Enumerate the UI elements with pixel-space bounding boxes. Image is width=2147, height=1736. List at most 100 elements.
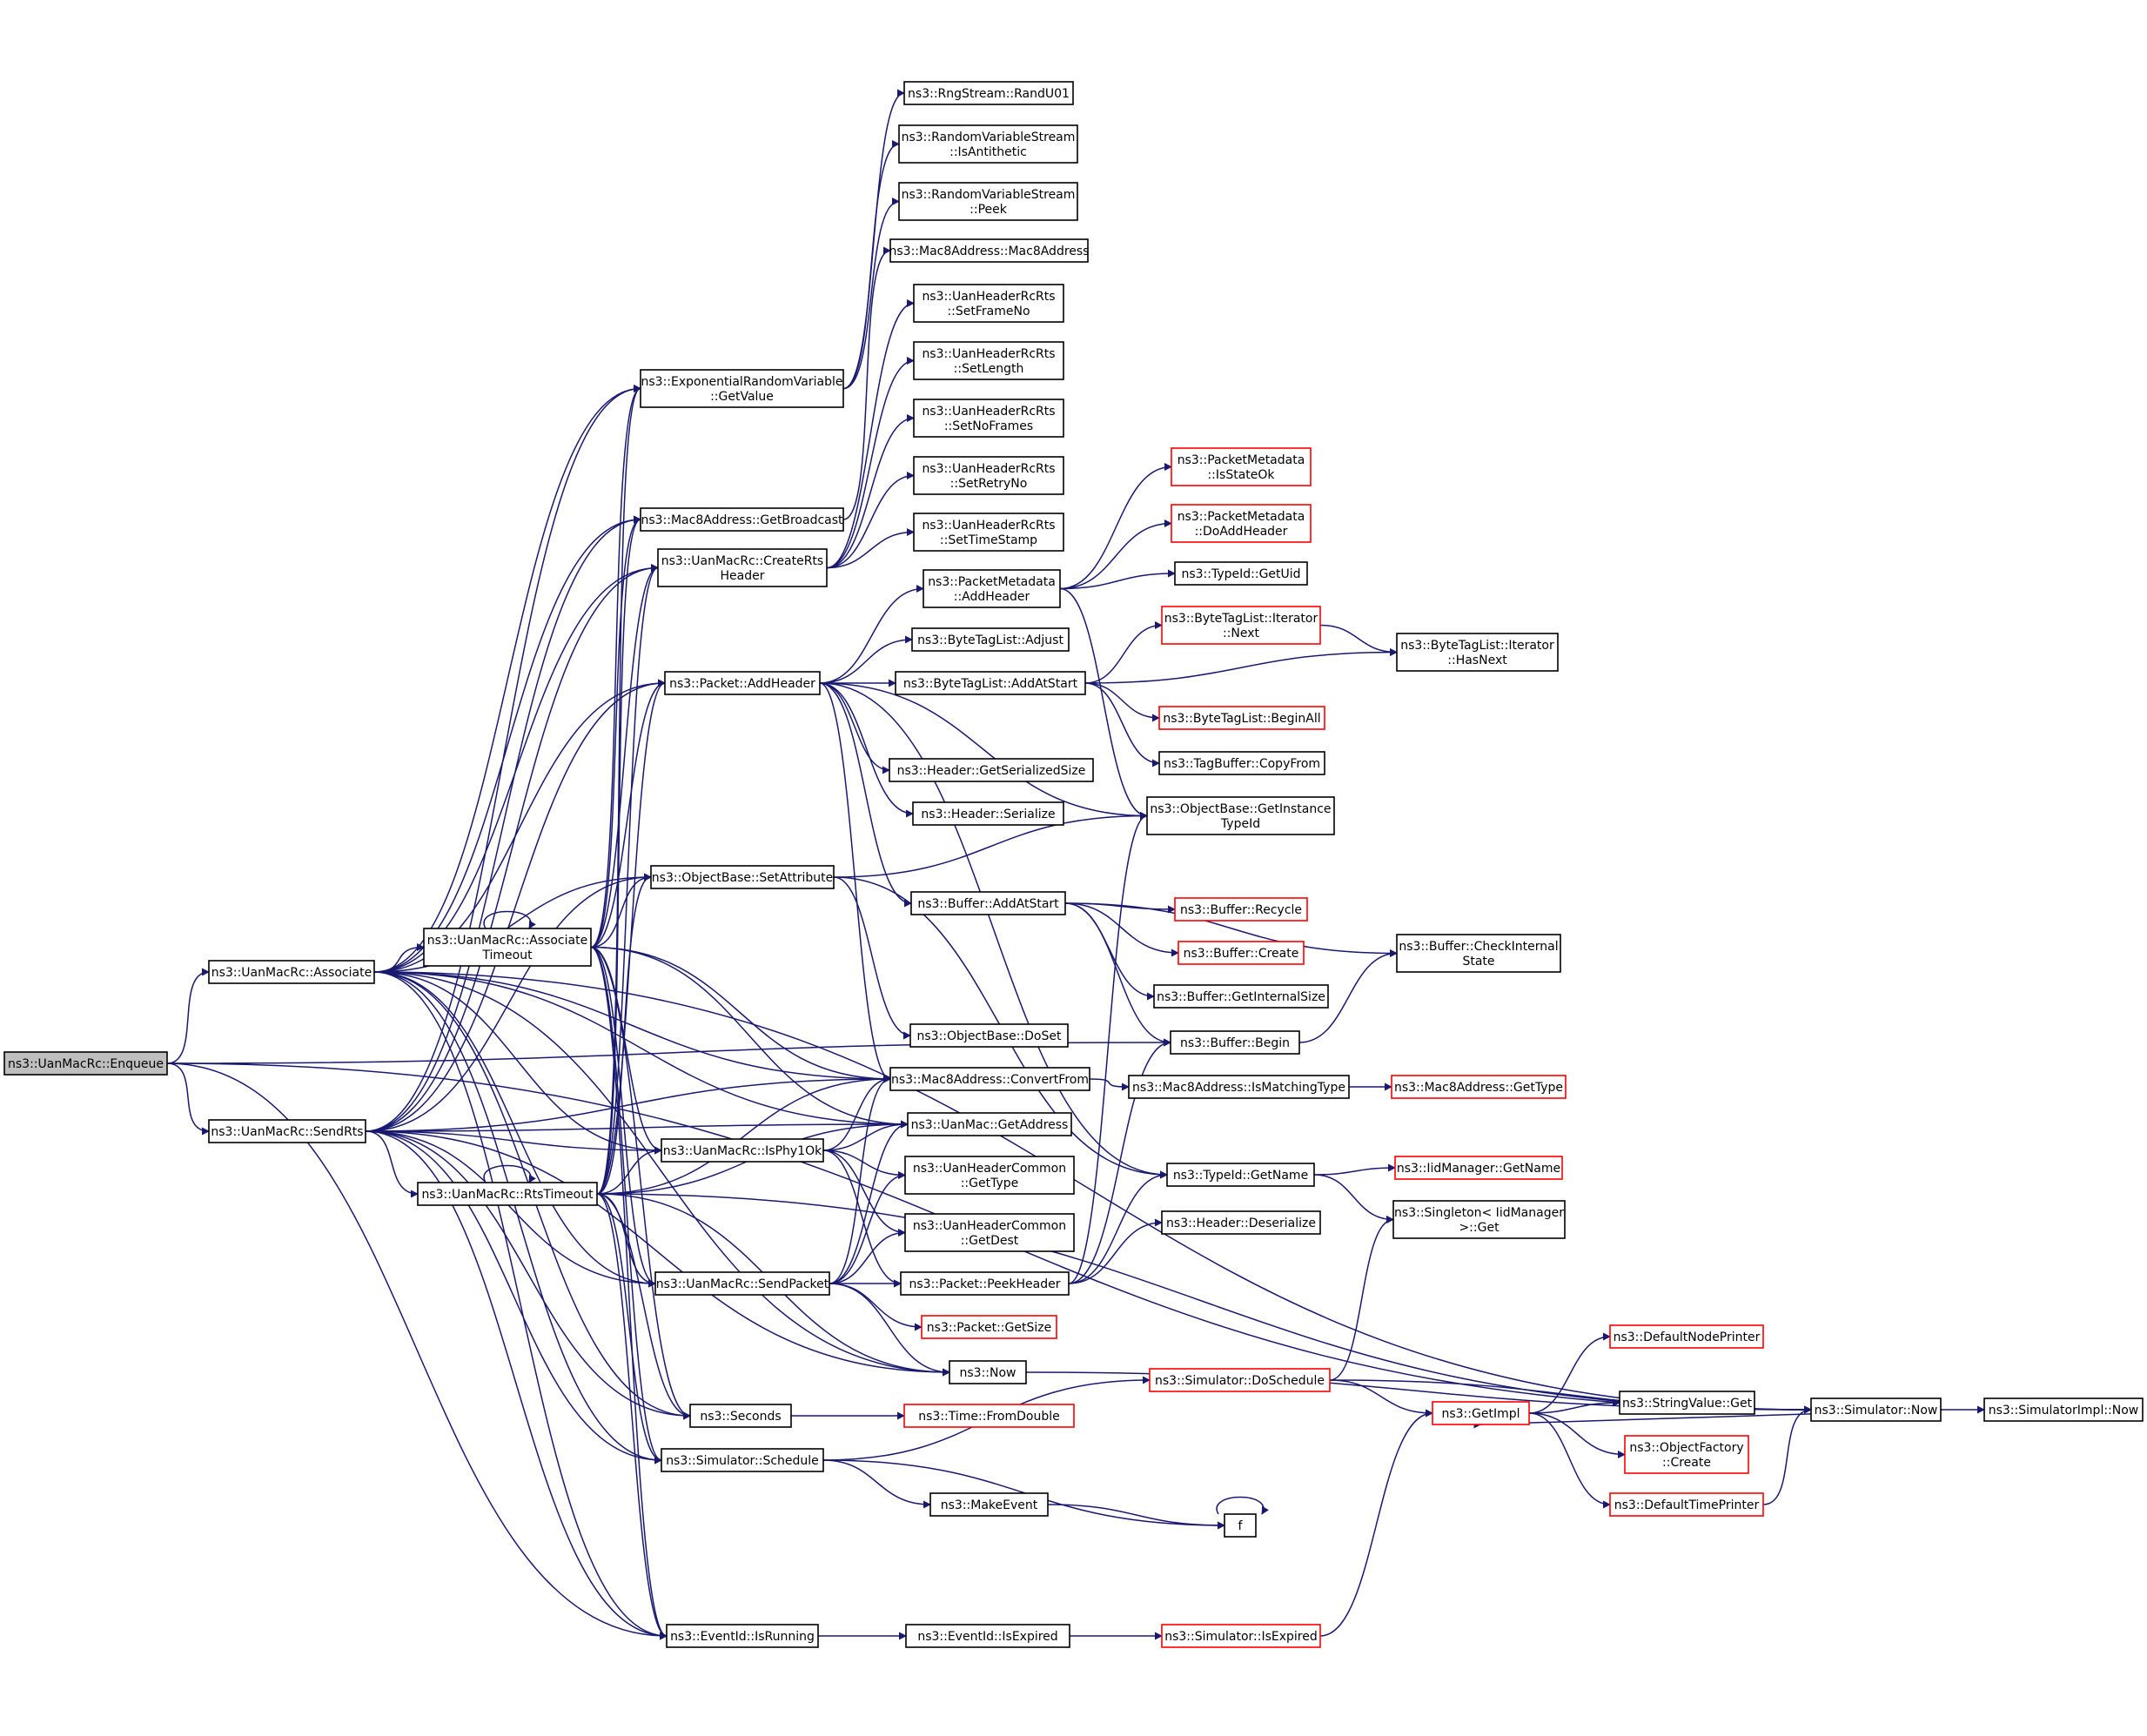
node-box[interactable] bbox=[650, 865, 835, 889]
node-sendpacket[interactable]: ns3::UanMacRc::SendPacket bbox=[654, 1271, 830, 1296]
node-getbroadcast[interactable]: ns3::Mac8Address::GetBroadcast bbox=[640, 507, 844, 532]
node-simdoschedule[interactable]: ns3::Simulator::DoSchedule bbox=[1149, 1368, 1331, 1392]
node-box[interactable] bbox=[1153, 984, 1329, 1009]
node-box[interactable] bbox=[913, 284, 1064, 323]
node-sendrts[interactable]: ns3::UanMacRc::SendRts bbox=[208, 1119, 366, 1143]
node-settimestamp[interactable]: ns3::UanHeaderRcRts::SetTimeStamp bbox=[913, 513, 1064, 552]
node-isphy1ok[interactable]: ns3::UanMacRc::IsPhy1Ok bbox=[661, 1138, 824, 1163]
node-hgetserialized[interactable]: ns3::Header::GetSerializedSize bbox=[889, 758, 1094, 782]
node-box[interactable] bbox=[1146, 796, 1335, 835]
node-box[interactable] bbox=[1177, 941, 1305, 965]
node-box[interactable] bbox=[909, 1023, 1069, 1048]
node-box[interactable] bbox=[1609, 1324, 1764, 1349]
node-associate[interactable]: ns3::UanMacRc::Associate bbox=[208, 960, 375, 984]
node-btladjust[interactable]: ns3::ByteTagList::Adjust bbox=[911, 627, 1070, 652]
node-fromdouble[interactable]: ns3::Time::FromDouble bbox=[903, 1404, 1075, 1428]
node-isexpired[interactable]: ns3::EventId::IsExpired bbox=[905, 1624, 1070, 1648]
node-box[interactable] bbox=[1171, 447, 1312, 486]
node-box[interactable] bbox=[657, 548, 828, 587]
node-stringvalueget[interactable]: ns3::StringValue::Get bbox=[1619, 1391, 1755, 1415]
node-box[interactable] bbox=[689, 1404, 792, 1428]
node-defaultnodeprinter[interactable]: ns3::DefaultNodePrinter bbox=[1609, 1324, 1764, 1349]
node-box[interactable] bbox=[889, 758, 1094, 782]
node-box[interactable] bbox=[889, 238, 1089, 263]
node-box[interactable] bbox=[1128, 1075, 1350, 1099]
node-ismatchingtype[interactable]: ns3::Mac8Address::IsMatchingType bbox=[1128, 1075, 1350, 1099]
node-isrunning[interactable]: ns3::EventId::IsRunning bbox=[666, 1624, 819, 1648]
node-box[interactable] bbox=[911, 627, 1070, 652]
node-box[interactable] bbox=[904, 1156, 1075, 1195]
node-mac8gettype[interactable]: ns3::Mac8Address::GetType bbox=[1391, 1075, 1567, 1099]
node-bufgetinternalsize[interactable]: ns3::Buffer::GetInternalSize bbox=[1153, 984, 1329, 1009]
node-box[interactable] bbox=[208, 1119, 366, 1143]
node-box[interactable] bbox=[889, 1067, 1090, 1091]
node-typeidgetuid[interactable]: ns3::TypeId::GetUid bbox=[1174, 561, 1308, 586]
node-box[interactable] bbox=[640, 507, 844, 532]
node-simisexpired[interactable]: ns3::Simulator::IsExpired bbox=[1161, 1624, 1321, 1648]
node-box[interactable] bbox=[910, 891, 1066, 915]
node-btliterhasnext[interactable]: ns3::ByteTagList::Iterator::HasNext bbox=[1396, 633, 1559, 672]
node-f[interactable]: f bbox=[1224, 1513, 1257, 1538]
node-box[interactable] bbox=[423, 928, 592, 967]
node-box[interactable] bbox=[1158, 706, 1325, 730]
node-box[interactable] bbox=[3, 1051, 168, 1076]
node-convertfrom[interactable]: ns3::Mac8Address::ConvertFrom bbox=[889, 1067, 1090, 1091]
node-randu01[interactable]: ns3::RngStream::RandU01 bbox=[903, 81, 1074, 105]
node-pmaddheader[interactable]: ns3::PacketMetadata::AddHeader bbox=[923, 569, 1061, 608]
node-bufaddatstart[interactable]: ns3::Buffer::AddAtStart bbox=[910, 891, 1066, 915]
node-singletonget[interactable]: ns3::Singleton< IidManager>::Get bbox=[1392, 1200, 1566, 1239]
node-btladdatstart[interactable]: ns3::ByteTagList::AddAtStart bbox=[895, 671, 1086, 695]
node-box[interactable] bbox=[1171, 504, 1312, 543]
node-box[interactable] bbox=[1174, 561, 1308, 586]
node-uhcgetdest[interactable]: ns3::UanHeaderCommon::GetDest bbox=[904, 1213, 1075, 1252]
node-box[interactable] bbox=[900, 1271, 1070, 1296]
node-bufrecycle[interactable]: ns3::Buffer::Recycle bbox=[1174, 897, 1308, 922]
node-setretryno[interactable]: ns3::UanHeaderRcRts::SetRetryNo bbox=[913, 456, 1064, 495]
node-uangetaddress[interactable]: ns3::UanMac::GetAddress bbox=[907, 1112, 1072, 1136]
node-box[interactable] bbox=[1166, 1163, 1315, 1187]
node-simschedule[interactable]: ns3::Simulator::Schedule bbox=[661, 1448, 824, 1472]
node-getimpl[interactable]: ns3::GetImpl bbox=[1432, 1401, 1530, 1425]
node-box[interactable] bbox=[913, 399, 1064, 438]
node-seconds[interactable]: ns3::Seconds bbox=[689, 1404, 792, 1428]
node-box[interactable] bbox=[654, 1271, 830, 1296]
node-box[interactable] bbox=[912, 801, 1064, 826]
node-box[interactable] bbox=[929, 1492, 1049, 1517]
node-box[interactable] bbox=[664, 671, 821, 695]
node-makeevent[interactable]: ns3::MakeEvent bbox=[929, 1492, 1049, 1517]
node-box[interactable] bbox=[1174, 897, 1308, 922]
node-defaulttimeprinter[interactable]: ns3::DefaultTimePrinter bbox=[1609, 1492, 1764, 1517]
node-btlbeginall[interactable]: ns3::ByteTagList::BeginAll bbox=[1158, 706, 1325, 730]
node-bufcreate[interactable]: ns3::Buffer::Create bbox=[1177, 941, 1305, 965]
node-box[interactable] bbox=[1396, 633, 1559, 672]
node-box[interactable] bbox=[949, 1360, 1027, 1384]
node-box[interactable] bbox=[1149, 1368, 1331, 1392]
node-box[interactable] bbox=[895, 671, 1086, 695]
node-hdeserialize[interactable]: ns3::Header::Deserialize bbox=[1161, 1210, 1321, 1235]
node-simnow[interactable]: ns3::Simulator::Now bbox=[1810, 1398, 1942, 1422]
node-box[interactable] bbox=[640, 369, 844, 408]
node-mac8ctor[interactable]: ns3::Mac8Address::Mac8Address bbox=[889, 238, 1090, 263]
node-box[interactable] bbox=[661, 1448, 824, 1472]
node-typeidgetname[interactable]: ns3::TypeId::GetName bbox=[1166, 1163, 1315, 1187]
node-box[interactable] bbox=[913, 513, 1064, 552]
node-iidmgetname[interactable]: ns3::IidManager::GetName bbox=[1394, 1156, 1563, 1180]
node-tagbufcopyfrom[interactable]: ns3::TagBuffer::CopyFrom bbox=[1158, 751, 1325, 775]
node-box[interactable] bbox=[417, 1182, 598, 1206]
node-box[interactable] bbox=[666, 1624, 819, 1648]
node-box[interactable] bbox=[1810, 1398, 1942, 1422]
node-box[interactable] bbox=[1619, 1391, 1755, 1415]
node-box[interactable] bbox=[1224, 1513, 1257, 1538]
node-box[interactable] bbox=[1158, 751, 1325, 775]
node-box[interactable] bbox=[1396, 934, 1561, 973]
node-pmdoaddheader[interactable]: ns3::PacketMetadata::DoAddHeader bbox=[1171, 504, 1312, 543]
node-box[interactable] bbox=[1983, 1398, 2144, 1422]
node-isantithetic[interactable]: ns3::RandomVariableStream::IsAntithetic bbox=[898, 124, 1078, 164]
node-objdoset[interactable]: ns3::ObjectBase::DoSet bbox=[909, 1023, 1069, 1048]
node-setframeno[interactable]: ns3::UanHeaderRcRts::SetFrameNo bbox=[913, 284, 1064, 323]
node-btliternext[interactable]: ns3::ByteTagList::Iterator::Next bbox=[1161, 606, 1321, 645]
